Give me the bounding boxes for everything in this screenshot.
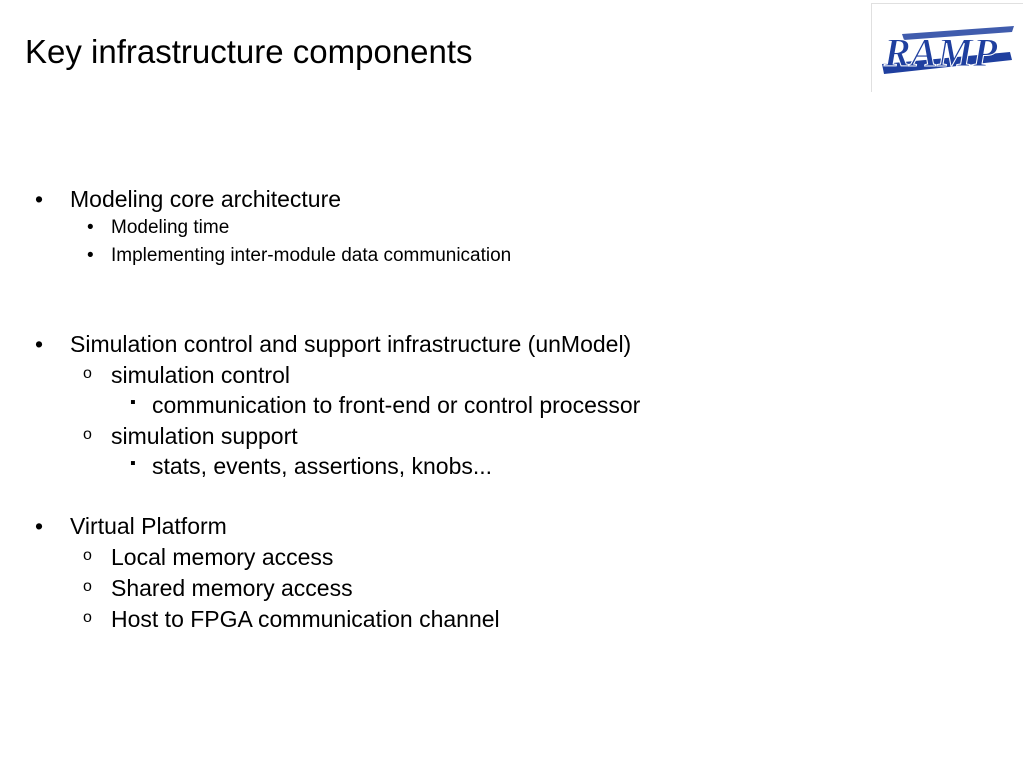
bullet-simulation-control-support: Simulation control and support infrastru… bbox=[70, 331, 632, 357]
circle-marker: o bbox=[83, 578, 92, 595]
circle-marker: o bbox=[83, 426, 92, 443]
circle-marker: o bbox=[83, 547, 92, 564]
sub-bullet-marker: • bbox=[87, 245, 94, 266]
square-marker: ▪ bbox=[130, 455, 136, 472]
sub-bullet-shared-memory: Shared memory access bbox=[111, 575, 353, 601]
circle-marker: o bbox=[83, 609, 92, 626]
sub-bullet-simulation-support: simulation support bbox=[111, 423, 298, 449]
sub-sub-bullet-stats: stats, events, assertions, knobs... bbox=[152, 453, 493, 479]
sub-bullet-marker: • bbox=[87, 217, 94, 238]
bullet-modeling-core: Modeling core architecture bbox=[70, 186, 342, 212]
bullet-marker: • bbox=[35, 513, 44, 539]
ramp-logo: RAMP bbox=[871, 3, 1023, 92]
sub-bullet-host-fpga: Host to FPGA communication channel bbox=[111, 606, 500, 632]
sub-bullet-modeling-time: Modeling time bbox=[111, 217, 230, 238]
square-marker: ▪ bbox=[130, 394, 136, 411]
sub-bullet-local-memory: Local memory access bbox=[111, 544, 334, 570]
slide-title: Key infrastructure components bbox=[25, 33, 473, 70]
sub-sub-bullet-communication: communication to front-end or control pr… bbox=[152, 392, 641, 418]
bullet-marker: • bbox=[35, 331, 44, 357]
sub-bullet-inter-module: Implementing inter-module data communica… bbox=[111, 245, 512, 266]
bullet-marker: • bbox=[35, 186, 44, 212]
sub-bullet-simulation-control: simulation control bbox=[111, 362, 290, 388]
svg-text:RAMP: RAMP bbox=[883, 30, 998, 75]
bullet-virtual-platform: Virtual Platform bbox=[70, 513, 227, 539]
circle-marker: o bbox=[83, 365, 92, 382]
